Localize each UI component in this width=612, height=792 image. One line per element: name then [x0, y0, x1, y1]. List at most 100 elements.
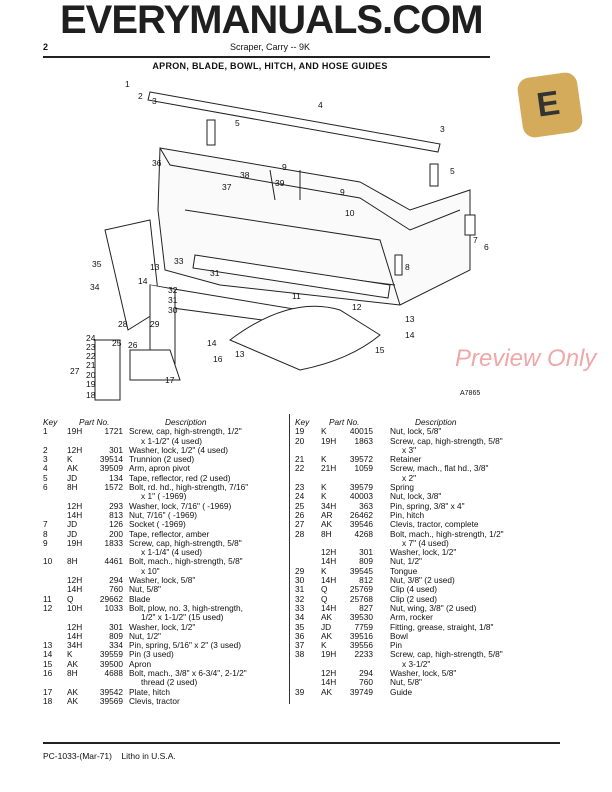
callout: 7 — [473, 235, 478, 245]
col-key: Key — [295, 417, 310, 427]
part-key: 14 — [43, 649, 53, 660]
part-number: 39509 — [99, 463, 123, 474]
table-header: Key Part No. Description — [295, 417, 565, 427]
part-key: 7 — [43, 519, 48, 530]
callout: 37 — [222, 182, 232, 192]
part-number: 827 — [359, 602, 373, 613]
part-prefix: JD — [67, 528, 78, 539]
blade — [192, 254, 391, 299]
hose-guides — [269, 169, 301, 201]
callout: 17 — [165, 375, 175, 385]
part-description: x 1-1/2" (4 used) — [141, 435, 203, 446]
part-prefix: Q — [67, 593, 74, 604]
part-number: 134 — [109, 472, 123, 483]
part-description: Bolt, mach., high-strength, 5/8" — [129, 556, 243, 567]
part-prefix: Q — [321, 593, 328, 604]
part-description: Tongue — [390, 565, 418, 576]
part-key: 21 — [295, 454, 305, 465]
part-number: 29662 — [99, 593, 123, 604]
part-prefix: AK — [67, 658, 79, 669]
callout: 13 — [405, 314, 415, 324]
part-key: 17 — [43, 686, 53, 697]
part-prefix: 8H — [67, 482, 78, 493]
part-number: 293 — [109, 500, 123, 511]
part-description: Trunnion (2 used) — [129, 454, 195, 465]
part-number: 301 — [109, 621, 123, 632]
part-prefix: AK — [67, 686, 79, 697]
part-number: 26462 — [349, 509, 373, 520]
part-prefix: 8H — [67, 556, 78, 567]
part-number: 1833 — [104, 537, 123, 548]
part-prefix: K — [67, 649, 73, 660]
part-description: x 10" — [141, 565, 160, 576]
part-number: 39516 — [349, 630, 373, 641]
callout: 9 — [282, 162, 287, 172]
header-rule — [43, 56, 490, 58]
part-key: 23 — [295, 482, 305, 493]
part-prefix: Q — [321, 584, 328, 595]
part-key: 27 — [295, 519, 305, 530]
part-prefix: 14H — [67, 630, 83, 641]
part-prefix: 14H — [321, 556, 337, 567]
part-description: Bolt, mach., 3/8" x 6-3/4", 2-1/2" — [129, 668, 247, 679]
callout: 14 — [207, 338, 217, 348]
part-description: Tape, reflector, red (2 used) — [129, 472, 231, 483]
callout: 13 — [150, 262, 160, 272]
part-prefix: 34H — [321, 500, 337, 511]
column-divider — [289, 414, 291, 704]
part-number: 294 — [109, 575, 123, 586]
part-key: 37 — [295, 640, 305, 651]
table-row: x 1-1/4" (4 used) — [43, 547, 283, 558]
part-number: 39569 — [99, 695, 123, 706]
part-description: Apron — [129, 658, 152, 669]
part-number: 294 — [359, 668, 373, 679]
part-description: Blade — [129, 593, 151, 604]
part-description: x 1" ( -1969) — [141, 491, 187, 502]
part-number: 40015 — [349, 426, 373, 437]
part-prefix: 14H — [67, 509, 83, 520]
reflector-tape — [206, 119, 216, 146]
hitch-plate — [129, 349, 181, 381]
callout: 3 — [152, 96, 157, 106]
part-description: Screw, cap, high-strength, 5/8" — [390, 435, 503, 446]
part-number: 4688 — [104, 668, 123, 679]
col-part-no: Part No. — [329, 417, 360, 427]
part-number: 39559 — [99, 649, 123, 660]
part-description: Nut, 7/16" ( -1969) — [129, 509, 197, 520]
part-prefix: K — [67, 454, 73, 465]
part-description: Socket ( -1969) — [129, 519, 186, 530]
part-description: thread (2 used) — [141, 677, 198, 688]
part-description: Clip (2 used) — [390, 593, 438, 604]
part-key: 35 — [295, 621, 305, 632]
callout: 31 — [168, 295, 178, 305]
part-number: 760 — [109, 584, 123, 595]
part-description: Pin, hitch — [390, 509, 425, 520]
part-description: Screw, cap, high-strength, 5/8" — [129, 537, 242, 548]
table-row: thread (2 used) — [43, 677, 283, 688]
part-description: Screw, mach., flat hd., 3/8" — [390, 463, 489, 474]
part-prefix: K — [321, 482, 327, 493]
table-row: x 3-1/2" — [295, 659, 565, 669]
part-description: x 1-1/4" (4 used) — [141, 547, 203, 558]
preview-watermark: Preview Only — [455, 345, 597, 372]
callout: 26 — [128, 340, 138, 350]
part-number: 39542 — [99, 686, 123, 697]
part-prefix: 14H — [321, 602, 337, 613]
table-row: x 3" — [295, 445, 565, 455]
tractor-clevis — [94, 339, 121, 401]
part-number: 760 — [359, 677, 373, 688]
part-prefix: K — [321, 426, 327, 437]
